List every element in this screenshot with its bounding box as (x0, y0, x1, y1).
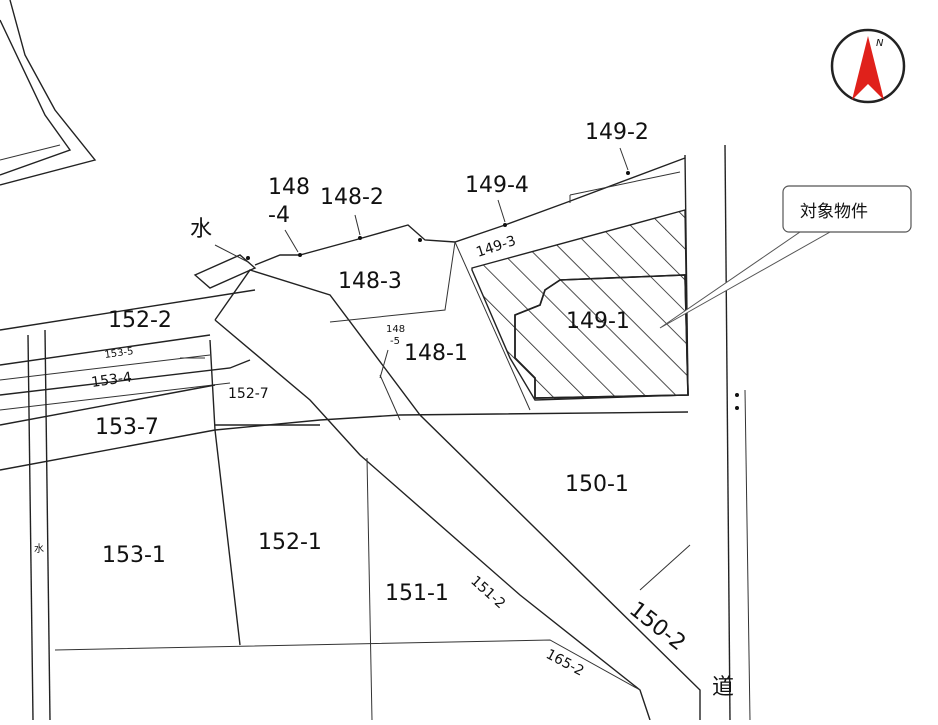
road-symbol: 道 (712, 675, 734, 700)
parcel-label-149-1: 149-1 (566, 309, 630, 334)
parcel-label-153-7: 153-7 (95, 415, 159, 440)
leader-arrows (180, 147, 629, 379)
parcel-label-148-4b: -4 (268, 203, 290, 228)
subject-property (471, 209, 689, 401)
map-symbols: 水 水 道 (34, 217, 734, 700)
parcel-label-149-2: 149-2 (585, 120, 649, 145)
right-road (724, 144, 751, 721)
parcel-label-152-7: 152-7 (228, 386, 269, 402)
parcel-label-148-3: 148-3 (338, 269, 402, 294)
left-road-bands (0, 289, 689, 471)
water-channel-stub (193, 254, 257, 289)
parcel-label-153-1: 153-1 (102, 543, 166, 568)
parcel-label-148-4a: 148 (268, 175, 310, 200)
north-letter: N (876, 38, 884, 49)
parcel-label-152-2: 152-2 (108, 308, 172, 333)
parcel-label-148-1: 148-1 (404, 341, 468, 366)
parcel-label-153-4: 153-4 (90, 369, 133, 391)
diagonal-road (214, 269, 701, 721)
callout-label: 対象物件 (800, 202, 868, 222)
subject-callout: 対象物件 (659, 185, 912, 329)
left-water-channel (27, 329, 51, 721)
parcel-label-148-2: 148-2 (320, 185, 384, 210)
parcel-label-151-1: 151-1 (385, 581, 449, 606)
parcel-label-149-4: 149-4 (465, 173, 529, 198)
parcel-label-148-5a: 148 (386, 324, 405, 335)
top-left-boundaries (0, 0, 97, 186)
lower-parcel-lines (54, 241, 691, 691)
parcel-label-152-1: 152-1 (258, 530, 322, 555)
parcel-label-148-5b: -5 (390, 336, 400, 347)
parcel-labels: 149-2 148 -4 148-2 149-4 149-3 148-3 148… (90, 120, 690, 680)
parcel-label-165-2: 165-2 (543, 646, 586, 679)
parcel-label-150-1: 150-1 (565, 472, 629, 497)
water-symbol-small: 水 (34, 543, 44, 555)
callout-box (782, 185, 912, 233)
north-arrow-icon: N (830, 28, 906, 104)
parcel-label-153-5: 153-5 (104, 346, 134, 361)
water-symbol: 水 (190, 217, 212, 242)
